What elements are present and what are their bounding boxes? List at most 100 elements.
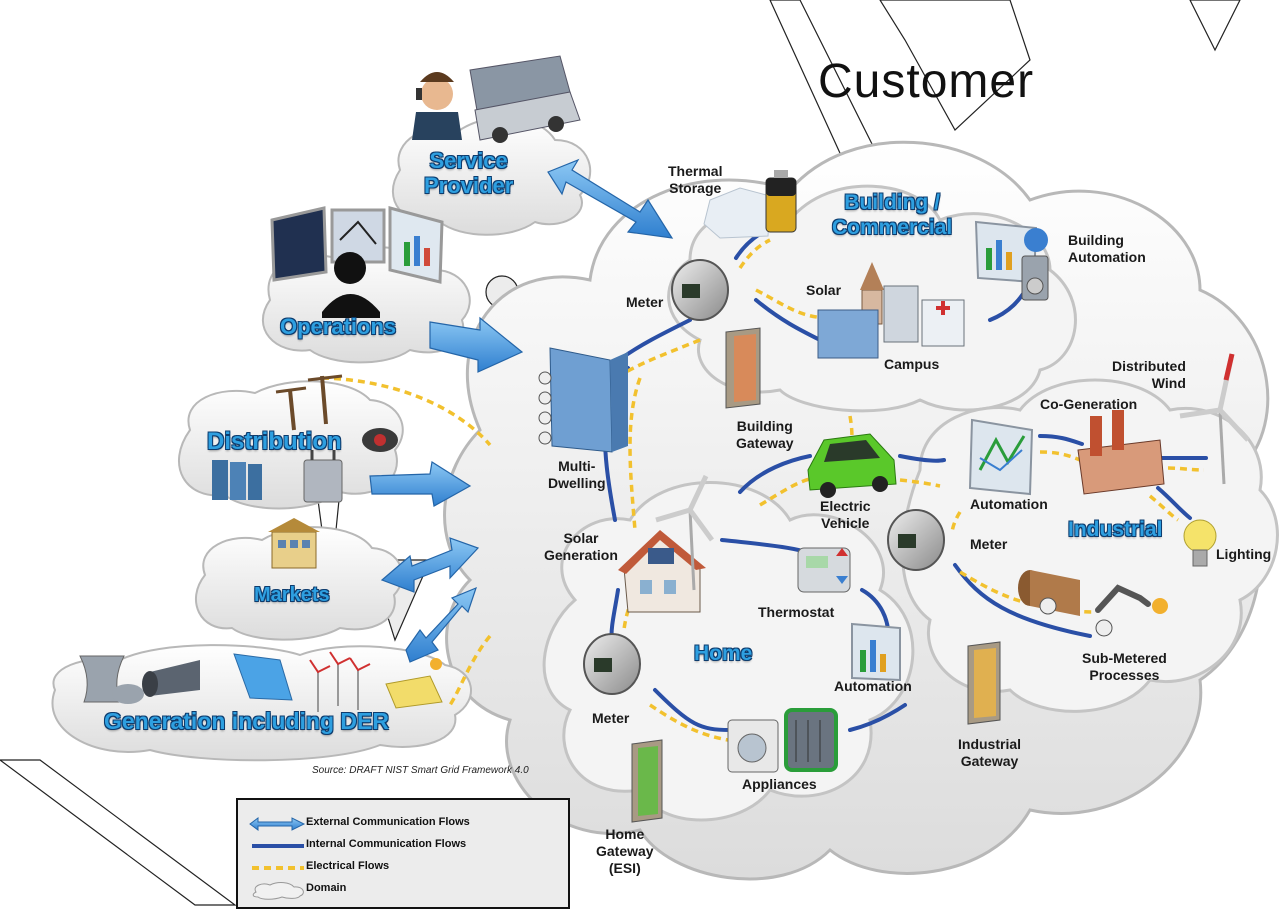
sub-metered-line-2: Processes <box>1089 667 1160 683</box>
silhouette-icon <box>322 252 380 318</box>
electrical-flow-symbol <box>252 866 304 870</box>
building-line-1: Building / <box>844 191 940 214</box>
solar-generation-line-1: Solar <box>563 530 599 546</box>
wind-turbine-icon <box>1179 353 1250 485</box>
solar-building-label: Solar <box>806 282 842 298</box>
legend-row-electrical: Electrical Flows <box>238 858 568 876</box>
flow-operations <box>429 316 524 373</box>
factory-icon <box>1077 410 1165 495</box>
recloser-icon <box>362 428 398 452</box>
service-provider-label: Service Provider <box>424 148 513 198</box>
home-gateway-line-1: Home <box>605 826 645 842</box>
wind-turbine-icon <box>655 474 715 591</box>
building-commercial-label: Building / Commercial <box>832 190 952 240</box>
multi-dwelling-label: Multi- Dwelling <box>548 458 606 492</box>
building-line-2: Commercial <box>832 216 953 239</box>
appliances-label: Appliances <box>742 776 817 792</box>
markets-cloud <box>194 526 403 641</box>
home-gateway-line-3: (ESI) <box>608 860 641 876</box>
thermostat-label: Thermostat <box>758 604 835 620</box>
electric-vehicle-line-2: Vehicle <box>821 515 870 531</box>
building-automation-label: Building Automation <box>1068 232 1146 266</box>
hydro-icon <box>233 653 293 701</box>
legend-external-label: External Communication Flows <box>306 816 470 828</box>
distributed-wind-line-2: Wind <box>1151 375 1186 391</box>
solar-generation-line-2: Generation <box>544 547 618 563</box>
thermal-storage-line-2: Storage <box>669 180 722 196</box>
door-icon <box>631 739 663 823</box>
chart-icon <box>851 622 901 682</box>
truck-icon <box>469 55 581 143</box>
industrial-gateway-line-1: Industrial <box>958 736 1022 752</box>
substation-icon <box>212 460 262 500</box>
operations-label: Operations <box>280 314 397 339</box>
flow-markets <box>380 537 480 593</box>
meter-industrial-label: Meter <box>970 536 1008 552</box>
legend-row-external: External Communication Flows <box>238 814 568 832</box>
power-pole-icon <box>275 374 343 431</box>
door-icon <box>967 641 1001 725</box>
distribution-label: Distribution <box>207 428 342 455</box>
meter-icon <box>583 633 641 695</box>
thermal-storage-label: Thermal Storage <box>668 163 722 197</box>
turbine-icon <box>142 660 200 697</box>
legend-electrical-label: Electrical Flows <box>306 860 390 872</box>
domain-cloud-symbol <box>252 882 304 900</box>
headset-person-icon <box>412 72 462 140</box>
co-generation-label: Co-Generation <box>1040 396 1138 412</box>
bulb-icon <box>1183 519 1217 567</box>
building-automation-line-1: Building <box>1068 232 1124 248</box>
home-gateway-label: Home Gateway (ESI) <box>596 826 654 877</box>
sub-metered-line-1: Sub-Metered <box>1082 650 1167 666</box>
industrial-label: Industrial <box>1068 518 1163 541</box>
monitors-icon <box>270 206 444 284</box>
distributed-wind-line-1: Distributed <box>1112 358 1186 374</box>
meter-icon <box>671 259 729 321</box>
office-building-icon <box>817 285 919 359</box>
internal-flow-symbol <box>252 844 304 848</box>
multi-dwelling-icon <box>538 347 628 453</box>
dashboard-icon <box>974 220 1049 301</box>
hospital-icon <box>921 299 965 347</box>
market-building-icon <box>268 518 320 569</box>
legend-row-domain: Domain <box>238 880 568 900</box>
automation-home-label: Automation <box>834 678 912 694</box>
building-gateway-line-1: Building <box>736 418 793 434</box>
source-note: Source: DRAFT NIST Smart Grid Framework … <box>312 765 529 776</box>
car-icon <box>807 433 897 498</box>
thermal-storage-line-1: Thermal <box>668 163 723 179</box>
industrial-gateway-label: Industrial Gateway <box>958 736 1021 770</box>
home-label: Home <box>694 642 753 665</box>
flow-distribution <box>369 461 472 507</box>
washer-icon <box>727 719 779 773</box>
external-flows <box>369 158 674 663</box>
electrical-flows <box>321 238 1205 742</box>
cooling-tower-icon <box>79 655 144 704</box>
multi-dwelling-line-2: Dwelling <box>548 475 606 491</box>
legend-internal-label: Internal Communication Flows <box>306 838 467 850</box>
external-flow-symbol <box>249 817 306 831</box>
meter-icon <box>887 509 945 571</box>
electric-vehicle-label: Electric Vehicle <box>820 498 871 532</box>
legend-row-internal: Internal Communication Flows <box>238 836 568 854</box>
robot-arm-icon <box>1039 584 1168 637</box>
wind-farm-icon <box>309 651 371 712</box>
service-provider-line-1: Service <box>429 148 508 173</box>
distributed-wind-label: Distributed Wind <box>1112 358 1186 392</box>
lighting-label: Lighting <box>1216 546 1272 562</box>
electric-vehicle-line-1: Electric <box>820 498 871 514</box>
transformer-icon <box>303 450 343 503</box>
flow-service-provider <box>547 158 674 239</box>
solar-panel-icon <box>385 658 443 709</box>
generation-label: Generation including DER <box>104 708 389 734</box>
automation-industrial-label: Automation <box>970 496 1048 512</box>
industrial-gateway-line-2: Gateway <box>960 753 1019 769</box>
home-gateway-line-2: Gateway <box>596 843 654 859</box>
house-icon <box>618 530 706 613</box>
thermostat-icon <box>797 547 851 593</box>
ice-storage-icon <box>703 187 771 239</box>
sub-metered-label: Sub-Metered Processes <box>1082 650 1167 684</box>
building-gateway-label: Building Gateway <box>736 418 794 452</box>
building-gateway-line-2: Gateway <box>736 435 794 451</box>
